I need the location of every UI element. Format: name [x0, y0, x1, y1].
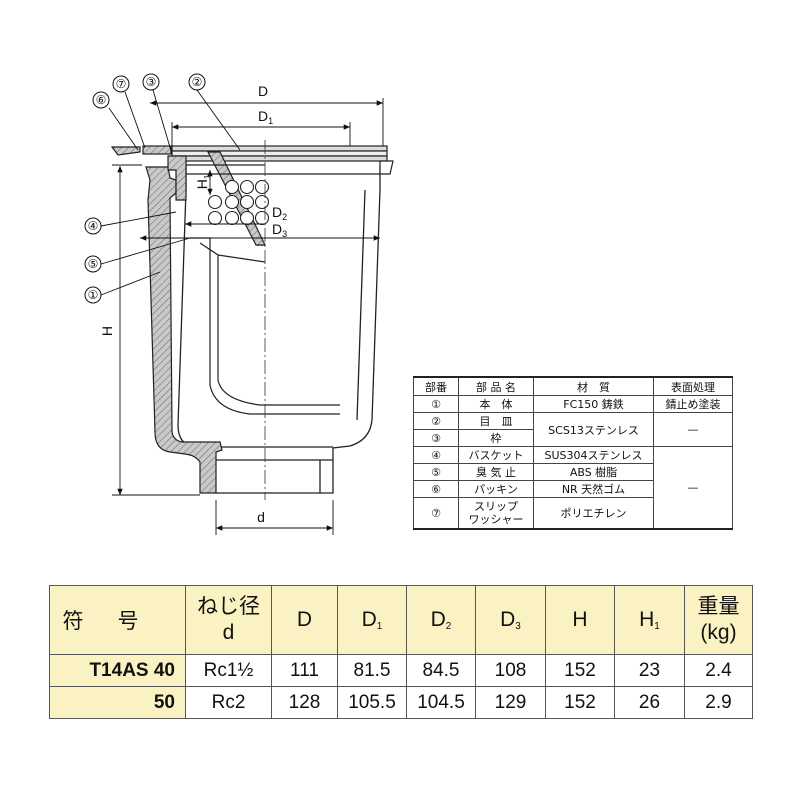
value-H1: 23	[614, 654, 685, 687]
col-D: D	[271, 585, 338, 655]
value-D2: 84.5	[406, 654, 476, 687]
value-weight: 2.4	[684, 654, 753, 687]
value-D3: 129	[475, 686, 546, 719]
callout-6	[92, 91, 110, 109]
table-row: ⑦ スリップワッシャー ポリエチレン	[413, 497, 733, 530]
model-code: 50	[49, 686, 186, 719]
table-row: ① 本 体 FC150 鋳鉄 錆止め塗装	[413, 395, 733, 413]
part-no: ①	[413, 395, 459, 413]
callouts	[84, 73, 206, 304]
part-material: ポリエチレン	[533, 497, 654, 530]
callout-3-label: ③	[146, 75, 157, 89]
col-symbol: 符号	[49, 585, 186, 655]
part-no: ③	[413, 429, 459, 447]
callout-leaders	[100, 89, 241, 296]
label-d: d	[257, 509, 265, 525]
label-H1: H1	[194, 174, 212, 189]
part-name: パッキン	[458, 480, 534, 498]
callout-7	[112, 75, 130, 93]
model-code: T14AS 40	[49, 654, 186, 687]
label-D: D	[258, 83, 268, 99]
table-row: ⑥ パッキン NR 天然ゴム	[413, 480, 733, 498]
part-name: スリップワッシャー	[458, 497, 534, 530]
label-D2: D2	[272, 204, 287, 222]
callout-numbers: ⑦ ③ ② ⑥ ④ ⑤ ①	[88, 75, 203, 302]
part-name: バスケット	[458, 446, 534, 464]
col-material: 材 質	[533, 376, 654, 396]
part-name: 枠	[458, 429, 534, 447]
part-finish: —	[653, 446, 733, 530]
value-H: 152	[545, 654, 615, 687]
value-weight: 2.9	[684, 686, 753, 719]
callout-2-label: ②	[192, 75, 203, 89]
col-weight: 重量(kg)	[684, 585, 753, 655]
col-H1: H1	[614, 585, 685, 655]
parts-table-header: 部番 部 品 名 材 質 表面処理	[413, 376, 733, 396]
value-D3: 108	[475, 654, 546, 687]
value-H: 152	[545, 686, 615, 719]
col-part-no: 部番	[413, 376, 459, 396]
part-finish: 錆止め塗装	[653, 395, 733, 413]
label-D1: D1	[258, 108, 273, 126]
callout-1-label: ①	[88, 288, 99, 302]
table-row: ② 目 皿 SCS13ステンレス —	[413, 412, 733, 447]
callout-4	[84, 217, 102, 235]
part-no: ②	[413, 412, 459, 430]
value-D1: 81.5	[337, 654, 407, 687]
col-D3: D3	[475, 585, 546, 655]
col-H: H	[545, 585, 615, 655]
basket-holes	[207, 179, 270, 226]
table-row: 50 Rc2 128 105.5 104.5 129 152 26 2.9	[49, 686, 753, 719]
value-D2: 104.5	[406, 686, 476, 719]
callout-5	[84, 255, 102, 273]
callout-2	[188, 73, 206, 91]
part-no: ④	[413, 446, 459, 464]
part-name: 本 体	[458, 395, 534, 413]
part-no: ⑤	[413, 463, 459, 481]
callout-3	[142, 73, 160, 91]
col-finish: 表面処理	[653, 376, 733, 396]
drain-trap-section-drawing: D D1 D2 D3 H H1 d ⑦ ③ ② ⑥ ④ ⑤ ①	[84, 73, 394, 535]
part-material: FC150 鋳鉄	[533, 395, 654, 413]
table-row: T14AS 40 Rc1½ 111 81.5 84.5 108 152 23 2…	[49, 654, 753, 687]
table-row: ④ バスケット SUS304ステンレス —	[413, 446, 733, 530]
part-name: 臭 気 止	[458, 463, 534, 481]
callout-5-label: ⑤	[88, 257, 99, 271]
part-no: ⑦	[413, 497, 459, 530]
label-D3: D3	[272, 221, 287, 239]
callout-7-label: ⑦	[116, 77, 127, 91]
part-material: ABS 樹脂	[533, 463, 654, 481]
callout-4-label: ④	[88, 219, 99, 233]
label-H: H	[99, 326, 115, 336]
value-H1: 26	[614, 686, 685, 719]
table-row: ③ 枠	[413, 429, 733, 447]
part-finish: —	[653, 412, 733, 447]
callout-1	[84, 286, 102, 304]
body-section-hatched	[145, 166, 223, 494]
dimension-lines	[112, 98, 384, 535]
part-material: SCS13ステンレス	[533, 412, 654, 447]
part-no: ⑥	[413, 480, 459, 498]
value-D: 128	[271, 686, 338, 719]
value-D: 111	[271, 654, 338, 687]
part-name: 目 皿	[458, 412, 534, 430]
col-D1: D1	[337, 585, 407, 655]
thread-size: Rc2	[185, 686, 272, 719]
callout-6-label: ⑥	[96, 93, 107, 107]
parts-table: 部番 部 品 名 材 質 表面処理 ① 本 体 FC150 鋳鉄 錆止め塗装 ②…	[413, 376, 733, 530]
dimension-labels: D D1 D2 D3 H H1 d	[99, 83, 287, 525]
col-D2: D2	[406, 585, 476, 655]
value-D1: 105.5	[337, 686, 407, 719]
part-material: SUS304ステンレス	[533, 446, 654, 464]
col-part-name: 部 品 名	[458, 376, 534, 396]
part-material: NR 天然ゴム	[533, 480, 654, 498]
thread-size: Rc1½	[185, 654, 272, 687]
